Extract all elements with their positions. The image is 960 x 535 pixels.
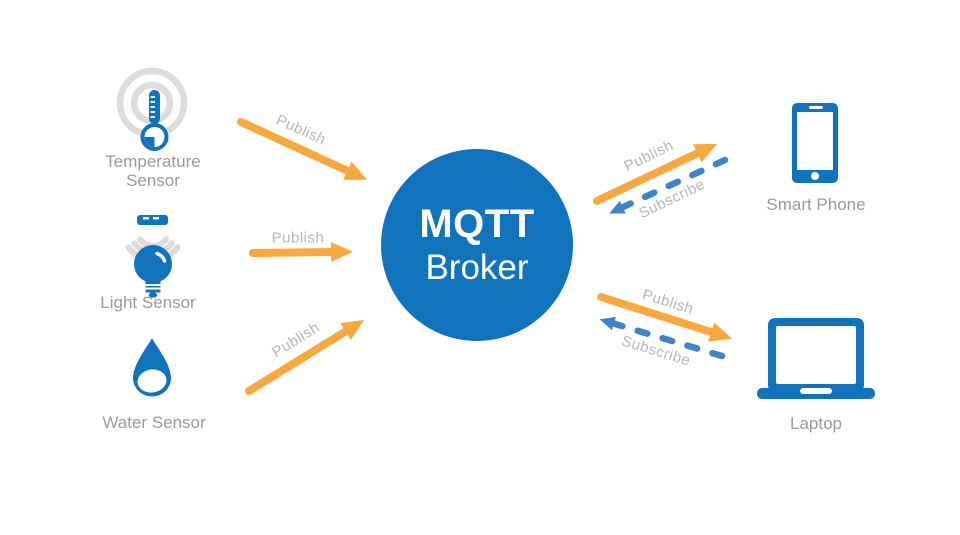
water-sensor-icon: [133, 338, 171, 397]
bulb-globe: [134, 245, 172, 283]
broker-title: MQTT: [419, 202, 535, 246]
laptop-notch: [800, 388, 832, 394]
subscribe-arrow-phone: [609, 156, 729, 214]
thermometer-ticks: [150, 96, 155, 118]
bulb-highlight: [155, 251, 167, 263]
light-wave-1: [136, 236, 170, 249]
thermometer-mercury: [144, 137, 155, 147]
smartphone-icon: [792, 103, 838, 183]
sensor-bar-slit-2: [153, 217, 159, 220]
subscribe-arrow-laptop: [599, 316, 726, 360]
temperature-sensor-icon: [116, 67, 188, 151]
bulb-neck-stripes: [145, 284, 161, 290]
water-level: [137, 369, 167, 393]
sensor-bar-slit-1: [143, 217, 149, 220]
phone-speaker: [809, 106, 823, 109]
broker-subtitle: Broker: [425, 248, 529, 287]
light-sensor-icon: [125, 215, 181, 298]
water-sensor-label: Water Sensor: [102, 413, 206, 432]
edge-label-light-publish: Publish: [271, 229, 325, 247]
laptop-label: Laptop: [790, 414, 842, 433]
smartphone-label: Smart Phone: [766, 195, 866, 214]
temperature-sensor-label: Temperature Sensor: [105, 152, 201, 190]
sensor-bar: [137, 215, 168, 225]
bulb-neck: [145, 281, 161, 293]
bulb-tip: [149, 292, 157, 298]
laptop-screen: [776, 326, 856, 384]
publish-arrow-phone: [593, 143, 718, 205]
publish-arrow-laptop: [597, 293, 733, 342]
publish-arrow-temperature: [237, 118, 368, 180]
publish-arrow-light: [249, 242, 353, 263]
phone-home-button: [811, 172, 819, 180]
light-sensor-label: Light Sensor: [100, 293, 196, 312]
phone-screen: [797, 112, 833, 170]
publish-arrow-water: [245, 320, 365, 395]
mqtt-broker-node: MQTT Broker: [381, 149, 573, 341]
laptop-icon: [757, 318, 875, 399]
